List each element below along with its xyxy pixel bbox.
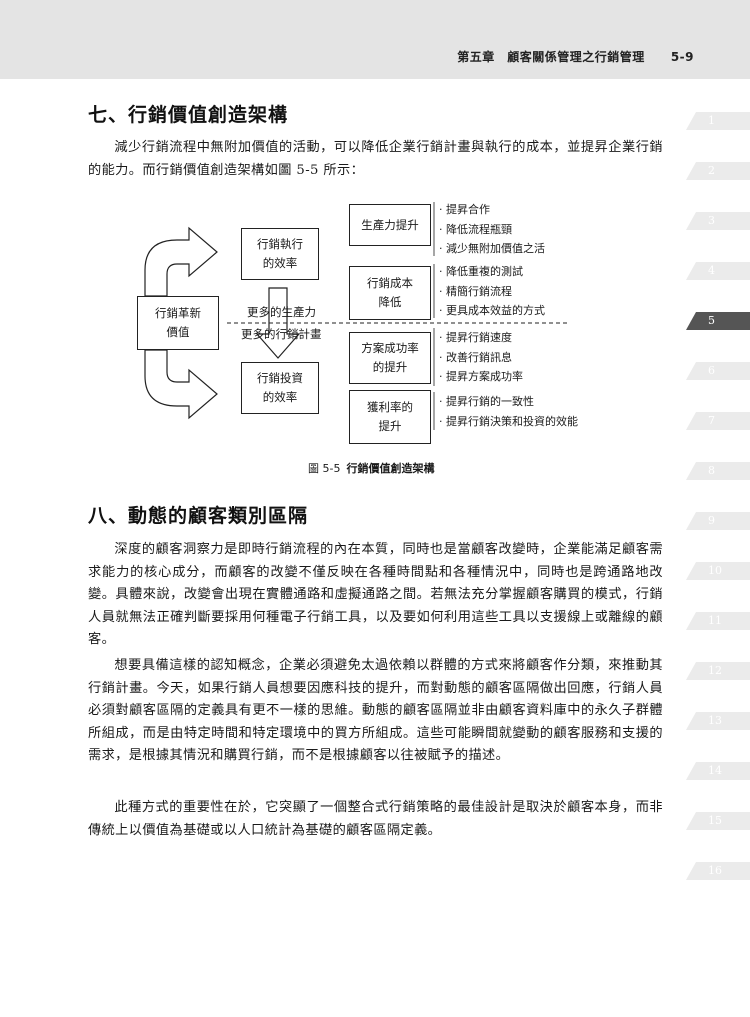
lower-curved-arrow bbox=[144, 349, 218, 420]
list-item: 降低流程瓶頸 bbox=[439, 220, 545, 240]
chapter-tab-8[interactable]: 8 bbox=[686, 462, 750, 480]
section-8-paragraph-3: 此種方式的重要性在於，它突顯了一個整合式行銷策略的最佳設計是取決於顧客本身，而非… bbox=[88, 800, 663, 838]
chapter-tab-5[interactable]: 5 bbox=[686, 312, 750, 330]
list-item: 提昇行銷速度 bbox=[439, 328, 523, 348]
chapter-tab-9[interactable]: 9 bbox=[686, 512, 750, 530]
running-head: 第五章 顧客關係管理之行銷管理 5-9 bbox=[457, 48, 694, 65]
figure-5-5-diagram: 行銷革新價值 行銷執行的效率 行銷投資的效率 更多的生產力 更多的行銷計畫 生產… bbox=[137, 200, 617, 450]
upper-curved-arrow bbox=[144, 226, 218, 297]
chapter-tab-13[interactable]: 13 bbox=[686, 712, 750, 730]
section-7-paragraph: 減少行銷流程中無附加價值的活動，可以降低企業行銷計畫與執行的成本，並提昇企業行銷… bbox=[88, 140, 663, 178]
section-8-paragraph-1: 深度的顧客洞察力是即時行銷流程的內在本質，同時也是當顧客改變時，企業能滿足顧客需… bbox=[88, 542, 663, 647]
page-header: 第五章 顧客關係管理之行銷管理 5-9 bbox=[0, 0, 750, 79]
list-item: 降低重複的測試 bbox=[439, 262, 545, 282]
success-rate-box: 方案成功率的提升 bbox=[349, 332, 431, 384]
execution-efficiency-box: 行銷執行的效率 bbox=[241, 228, 319, 280]
list-item: 提昇合作 bbox=[439, 200, 545, 220]
chapter-tab-10[interactable]: 10 bbox=[686, 562, 750, 580]
profitability-list: 提昇行銷的一致性 提昇行銷決策和投資的效能 bbox=[439, 392, 578, 431]
profitability-box: 獲利率的提升 bbox=[349, 390, 431, 444]
section-7-heading: 七、行銷價值創造架構 bbox=[88, 104, 289, 126]
section-8-heading: 八、動態的顧客類別區隔 bbox=[88, 505, 309, 527]
list-item: 精簡行銷流程 bbox=[439, 282, 545, 302]
chapter-tab-7[interactable]: 7 bbox=[686, 412, 750, 430]
chapter-tab-12[interactable]: 12 bbox=[686, 662, 750, 680]
chapter-tab-2[interactable]: 2 bbox=[686, 162, 750, 180]
list-item: 提昇方案成功率 bbox=[439, 367, 523, 387]
productivity-box: 生產力提升 bbox=[349, 204, 431, 246]
chapter-tab-11[interactable]: 11 bbox=[686, 612, 750, 630]
chapter-tab-4[interactable]: 4 bbox=[686, 262, 750, 280]
label-more-plans: 更多的行銷計畫 bbox=[241, 327, 322, 341]
center-box: 行銷革新價值 bbox=[137, 296, 219, 350]
list-item: 減少無附加價值之活 bbox=[439, 239, 545, 259]
chapter-tab-16[interactable]: 16 bbox=[686, 862, 750, 880]
figure-caption: 圖 5-5 行銷價值創造架構 bbox=[308, 460, 434, 476]
chapter-tab-15[interactable]: 15 bbox=[686, 812, 750, 830]
list-item: 提昇行銷決策和投資的效能 bbox=[439, 412, 578, 432]
page-number: 5-9 bbox=[670, 50, 694, 64]
list-item: 更具成本效益的方式 bbox=[439, 301, 545, 321]
label-more-productivity: 更多的生產力 bbox=[247, 305, 316, 319]
chapter-tab-14[interactable]: 14 bbox=[686, 762, 750, 780]
chapter-title: 第五章 顧客關係管理之行銷管理 bbox=[457, 50, 645, 64]
list-item: 提昇行銷的一致性 bbox=[439, 392, 578, 412]
success-list: 提昇行銷速度 改善行銷訊息 提昇方案成功率 bbox=[439, 328, 523, 387]
figure-title: 行銷價值創造架構 bbox=[346, 462, 435, 475]
productivity-list: 提昇合作 降低流程瓶頸 減少無附加價值之活 bbox=[439, 200, 545, 259]
chapter-tab-1[interactable]: 1 bbox=[686, 112, 750, 130]
chapter-tab-6[interactable]: 6 bbox=[686, 362, 750, 380]
cost-list: 降低重複的測試 精簡行銷流程 更具成本效益的方式 bbox=[439, 262, 545, 321]
list-item: 改善行銷訊息 bbox=[439, 348, 523, 368]
chapter-tabs: 1 2 3 4 5 6 7 8 9 10 11 12 13 14 15 16 bbox=[686, 112, 750, 912]
chapter-tab-3[interactable]: 3 bbox=[686, 212, 750, 230]
cost-reduction-box: 行銷成本降低 bbox=[349, 266, 431, 320]
diagram-connectors bbox=[144, 202, 569, 430]
investment-efficiency-box: 行銷投資的效率 bbox=[241, 362, 319, 414]
section-8-paragraph-2: 想要具備這樣的認知概念，企業必須避免太過依賴以群體的方式來將顧客作分類，來推動其… bbox=[88, 658, 663, 763]
figure-number: 圖 5-5 bbox=[308, 462, 341, 475]
